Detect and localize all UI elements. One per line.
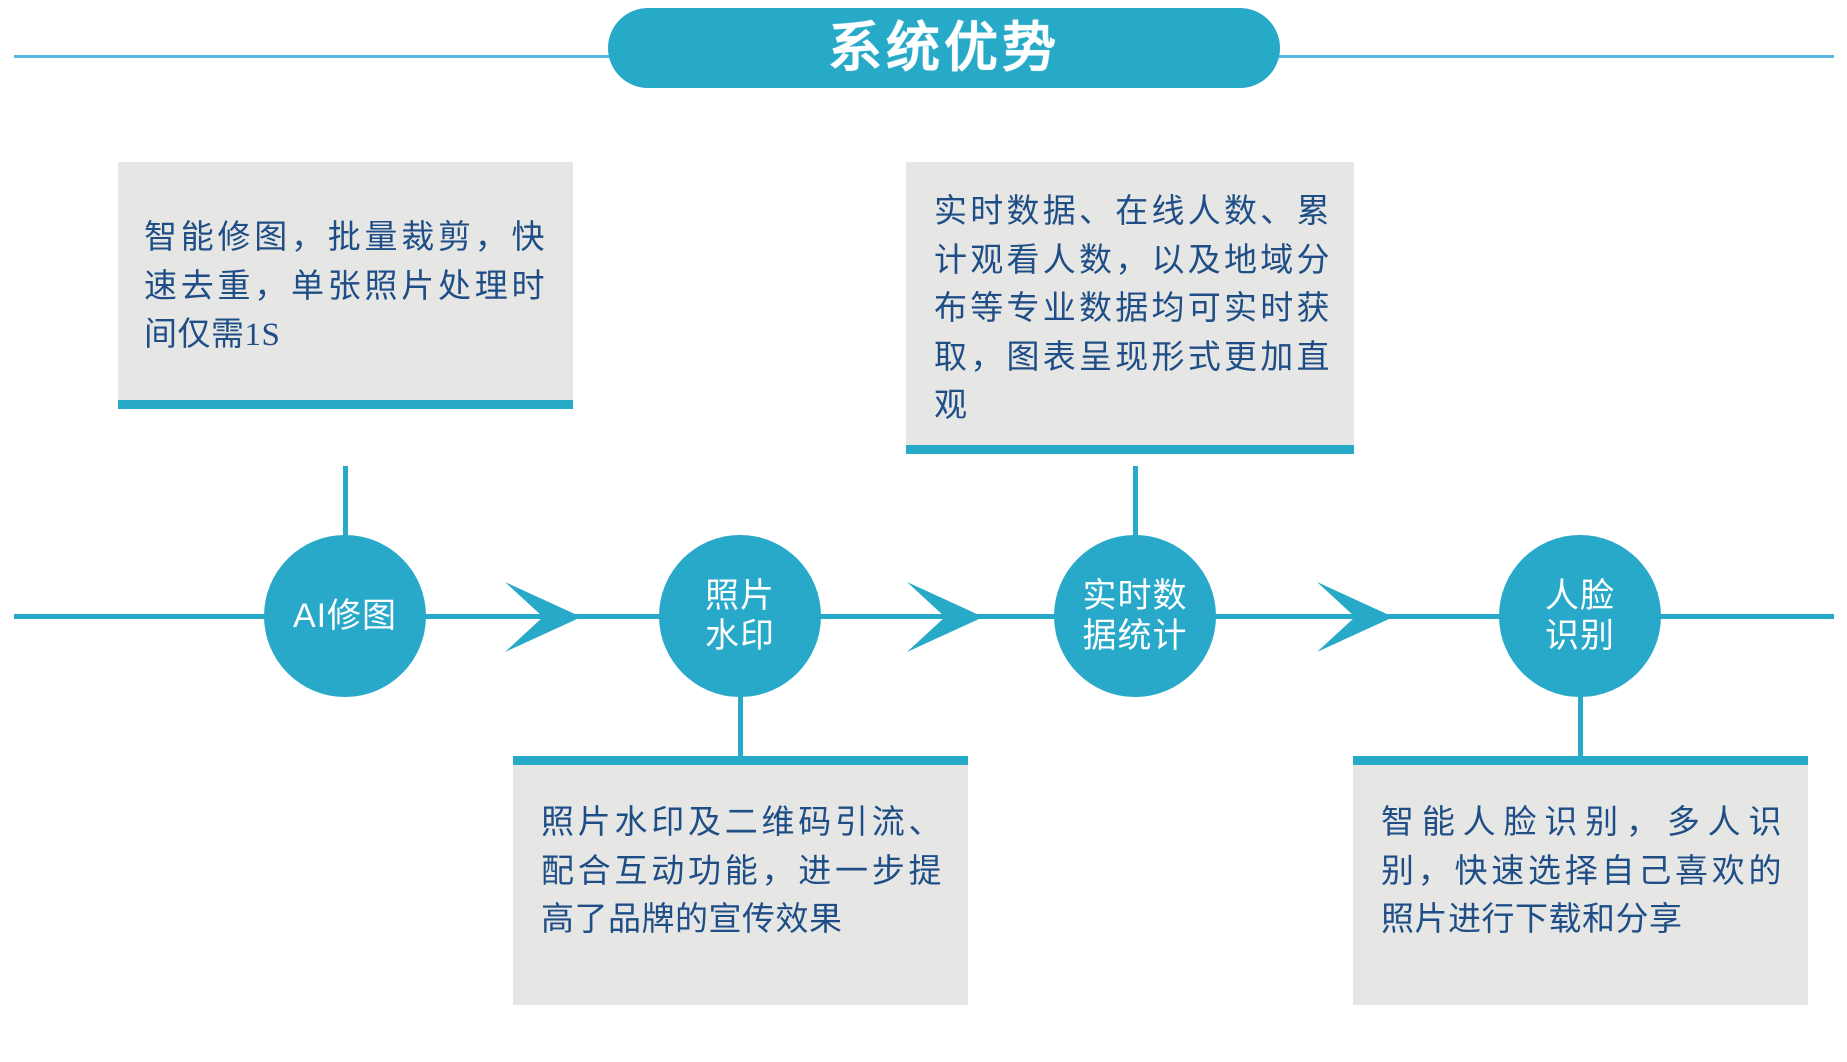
- arrow-1-icon: [503, 580, 581, 654]
- card-accent-bar: [1353, 756, 1808, 765]
- stem-watermark: [738, 688, 743, 768]
- card-accent-bar: [118, 399, 573, 409]
- arrow-3-icon: [1315, 580, 1393, 654]
- card-body: 照片水印及二维码引流、配合互动功能，进一步提高了品牌的宣传效果: [513, 765, 968, 1005]
- card-ai-retouch: 智能修图，批量裁剪，快速去重，单张照片处理时间仅需1S: [118, 162, 573, 409]
- node-watermark[interactable]: 照片 水印: [659, 535, 821, 697]
- page-title-pill: 系统优势: [608, 8, 1280, 88]
- stem-face: [1578, 688, 1583, 768]
- card-body: 智能人脸识别，多人识别，快速选择自己喜欢的照片进行下载和分享: [1353, 765, 1808, 1005]
- node-label: 实时数 据统计: [1082, 576, 1188, 655]
- card-accent-bar: [906, 444, 1354, 454]
- arrow-2-icon: [905, 580, 983, 654]
- card-text: 照片水印及二维码引流、配合互动功能，进一步提高了品牌的宣传效果: [541, 805, 942, 938]
- node-realtime-stats[interactable]: 实时数 据统计: [1054, 535, 1216, 697]
- card-body: 实时数据、在线人数、累计观看人数，以及地域分布等专业数据均可实时获取，图表呈现形…: [906, 162, 1354, 445]
- page-title: 系统优势: [828, 18, 1060, 78]
- timeline-spine: [14, 614, 1834, 619]
- node-ai-retouch[interactable]: AI修图: [264, 535, 426, 697]
- node-label: 人脸 识别: [1545, 576, 1615, 655]
- node-label: AI修图: [292, 596, 398, 635]
- card-text: 智能修图，批量裁剪，快速去重，单张照片处理时间仅需1S: [144, 220, 545, 353]
- card-body: 智能修图，批量裁剪，快速去重，单张照片处理时间仅需1S: [118, 162, 573, 400]
- card-accent-bar: [513, 756, 968, 765]
- card-text: 智能人脸识别，多人识别，快速选择自己喜欢的照片进行下载和分享: [1381, 805, 1782, 938]
- node-face-recognition[interactable]: 人脸 识别: [1499, 535, 1661, 697]
- node-label: 照片 水印: [705, 576, 775, 655]
- card-text: 实时数据、在线人数、累计观看人数，以及地域分布等专业数据均可实时获取，图表呈现形…: [934, 194, 1330, 424]
- card-watermark: 照片水印及二维码引流、配合互动功能，进一步提高了品牌的宣传效果: [513, 756, 968, 1005]
- stem-realtime: [1133, 466, 1138, 548]
- card-realtime-stats: 实时数据、在线人数、累计观看人数，以及地域分布等专业数据均可实时获取，图表呈现形…: [906, 162, 1354, 454]
- stem-ai-retouch: [343, 466, 348, 548]
- card-face-recognition: 智能人脸识别，多人识别，快速选择自己喜欢的照片进行下载和分享: [1353, 756, 1808, 1005]
